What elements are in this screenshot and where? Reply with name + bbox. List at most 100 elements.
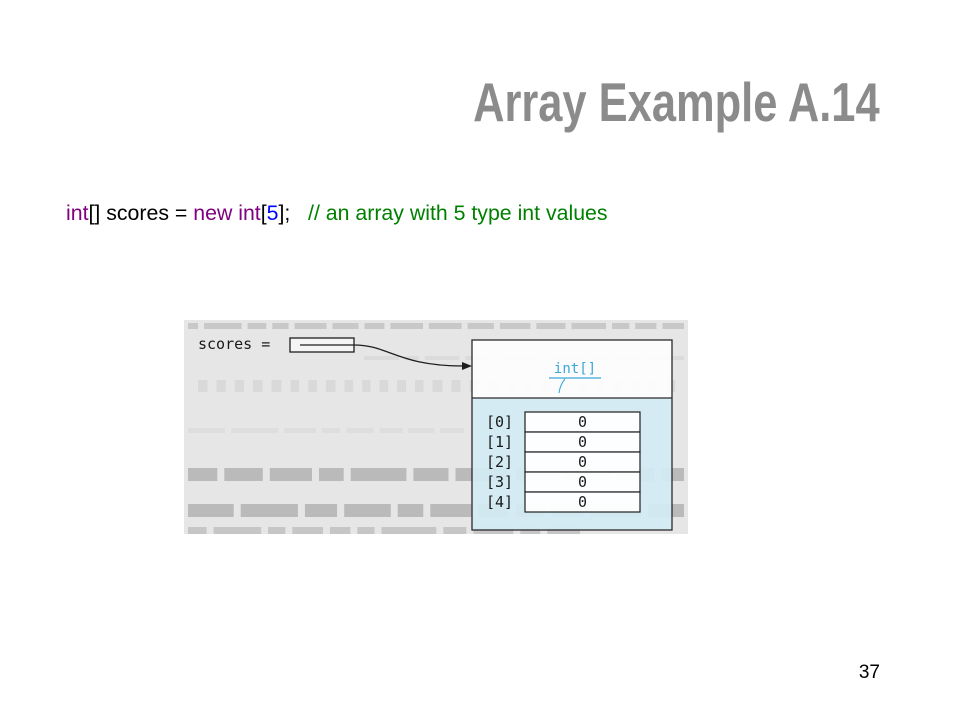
scan-bleed-mark <box>188 527 207 534</box>
scan-bleed-mark <box>188 468 218 481</box>
code-keyword-int: int <box>66 201 89 225</box>
element-value: 0 <box>578 453 587 471</box>
array-diagram: scores = int[] [0] 0 [1] 0 [2] 0 [3] 0 [4] 0 <box>184 320 688 534</box>
scan-bleed-mark <box>397 380 406 392</box>
variable-label: scores = <box>198 335 270 353</box>
element-value: 0 <box>578 493 587 511</box>
scan-bleed-mark <box>272 323 289 329</box>
scan-bleed-mark <box>408 428 435 433</box>
scan-bleed-mark <box>330 527 351 534</box>
scan-bleed-mark <box>635 323 657 329</box>
scan-bleed-mark <box>198 380 208 392</box>
element-value: 0 <box>578 473 587 491</box>
type-label: int[] <box>554 361 596 377</box>
reference-arrow <box>300 344 464 367</box>
scan-bleed-mark <box>290 380 300 392</box>
scan-bleed-mark <box>405 356 419 360</box>
array-object: int[] [0] 0 [1] 0 [2] 0 [3] 0 [4] 0 <box>471 339 673 531</box>
element-value: 0 <box>578 413 587 431</box>
scan-bleed-mark <box>188 323 198 329</box>
scan-bleed-mark <box>379 428 403 433</box>
scan-bleed-mark <box>390 323 423 329</box>
scan-bleed-mark <box>379 380 389 392</box>
scan-bleed-mark <box>188 428 226 433</box>
scan-bleed-mark <box>344 380 354 392</box>
arrowhead-icon <box>462 362 472 370</box>
code-bracket-open: [ <box>260 201 267 225</box>
array-element-row: [1] 0 <box>486 431 641 453</box>
code-array-size: 5 <box>266 201 279 225</box>
array-element-row: [0] 0 <box>486 411 641 433</box>
element-value: 0 <box>578 433 587 451</box>
array-elements: [0] 0 [1] 0 [2] 0 [3] 0 [4] 0 <box>486 411 641 513</box>
scan-bleed-mark <box>440 428 464 433</box>
scan-bleed-mark <box>499 323 531 329</box>
scan-bleed-mark <box>204 323 242 329</box>
object-header <box>472 340 672 398</box>
scan-bleed-mark <box>467 323 494 329</box>
scan-bleed-mark <box>364 323 385 329</box>
scan-bleed-mark <box>231 428 279 433</box>
scan-bleed-mark <box>319 468 344 481</box>
scan-bleed-mark <box>224 468 263 481</box>
scan-bleed-mark <box>571 323 606 329</box>
scan-bleed-mark <box>536 323 566 329</box>
code-line: int[] scores = new int[5]; // an array wi… <box>66 201 608 225</box>
element-index-label: [0] <box>486 413 513 431</box>
code-keyword-new-int: new int <box>193 201 261 225</box>
code-comment: // an array with 5 type int values <box>308 201 608 225</box>
scan-bleed-mark <box>346 428 374 433</box>
page-number: 37 <box>858 662 880 683</box>
scan-bleed-mark <box>213 527 262 534</box>
scan-bleed-mark <box>443 527 467 534</box>
code-declaration: [] scores = <box>88 201 194 225</box>
element-index-label: [2] <box>486 453 513 471</box>
slide-title: Array Example A.14 <box>473 71 880 133</box>
scan-bleed-mark <box>415 380 424 392</box>
array-element-row: [2] 0 <box>486 451 641 473</box>
scan-bleed-mark <box>424 356 460 360</box>
scan-bleed-mark <box>332 323 359 329</box>
scan-bleed-mark <box>325 380 336 392</box>
scan-bleed-mark <box>308 380 317 392</box>
scan-bleed-mark <box>234 380 244 392</box>
scan-bleed-mark <box>216 380 226 392</box>
scan-bleed-mark <box>292 527 323 534</box>
scan-bleed-mark <box>430 504 472 517</box>
scan-bleed-mark <box>451 380 461 392</box>
scan-bleed-mark <box>268 527 286 534</box>
array-element-row: [3] 0 <box>486 471 641 493</box>
scan-bleed-mark <box>662 323 684 329</box>
scan-bleed-mark <box>284 428 316 433</box>
scan-bleed-mark <box>269 468 312 481</box>
scan-bleed-mark <box>240 504 298 517</box>
scan-bleed-mark <box>350 468 407 481</box>
scan-bleed-mark <box>188 504 234 517</box>
array-diagram-figure: scores = int[] [0] 0 [1] 0 [2] 0 [3] 0 [4] 0 <box>184 320 688 534</box>
array-element-row: [4] 0 <box>486 491 641 513</box>
scan-bleed-mark <box>344 504 391 517</box>
scan-bleed-mark <box>271 380 282 392</box>
scan-bleed-mark <box>362 380 371 392</box>
scan-bleed-mark <box>357 527 375 534</box>
scan-bleed-mark <box>364 356 399 360</box>
scan-bleed-mark <box>294 323 327 329</box>
element-index-label: [1] <box>486 433 513 451</box>
type-label-leader <box>558 378 566 394</box>
scan-bleed-mark <box>413 468 449 481</box>
object-outline <box>471 339 673 531</box>
scan-bleed-mark <box>381 527 437 534</box>
scan-bleed-mark <box>432 380 443 392</box>
element-index-label: [4] <box>486 493 513 511</box>
scan-bleed-mark <box>304 504 338 517</box>
scan-bleed-mark <box>247 323 267 329</box>
scan-bleed-mark <box>428 323 462 329</box>
scan-bleed-mark <box>612 323 630 329</box>
code-bracket-close: ]; <box>278 201 291 225</box>
element-index-label: [3] <box>486 473 513 491</box>
scan-bleed-mark <box>252 380 263 392</box>
scan-bleed-mark <box>321 428 341 433</box>
scan-bleed-mark <box>397 504 424 517</box>
element-cell <box>524 491 641 513</box>
